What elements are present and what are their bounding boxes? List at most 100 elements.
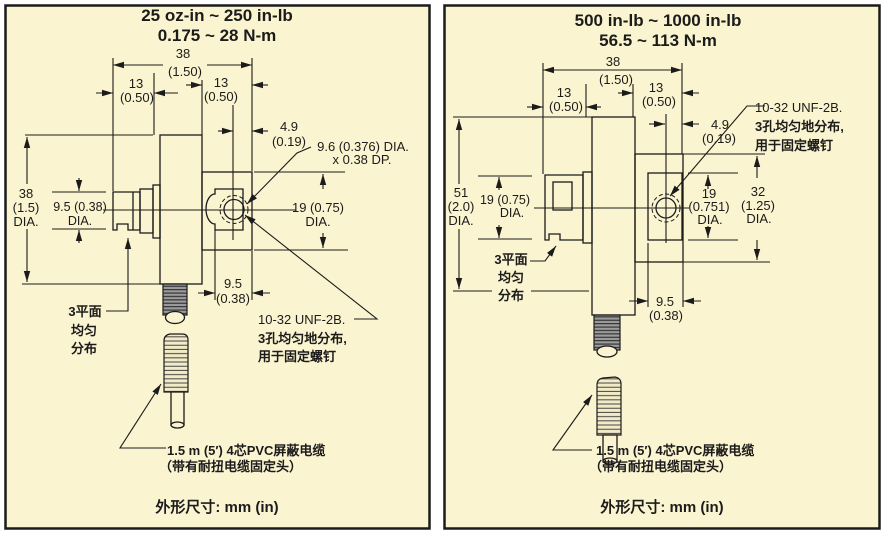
dim-label: DIA. <box>448 213 473 228</box>
dim-label: 32 <box>751 184 765 199</box>
dim-label: (0.19) <box>272 134 306 149</box>
left-title-line1: 25 oz-in ~ 250 in-lb <box>141 6 293 25</box>
left-panel: 25 oz-in ~ 250 in-lb 0.175 ~ 28 N-m 38 (… <box>4 4 431 530</box>
left-hole-note: 9.6 (0.376) DIA. x 0.38 DP. <box>246 139 409 205</box>
dim-label: 19 <box>702 186 716 201</box>
cable-strain-relief <box>596 376 622 436</box>
screw-note-line2: 3孔均匀地分布, <box>755 119 844 134</box>
left-title-line2: 0.175 ~ 28 N-m <box>158 26 277 45</box>
dim-label: DIA. <box>305 214 330 229</box>
right-title-line2: 56.5 ~ 113 N-m <box>599 31 717 50</box>
dim-label: (1.50) <box>168 64 202 79</box>
left-dim-overall-width: 38 (1.50) <box>112 46 253 191</box>
screw-note-line3: 用于固定螺钉 <box>754 138 833 153</box>
left-dim-offset: 4.9 (0.19) <box>218 119 306 149</box>
right-screw-note: 10-32 UNF-2B. 3孔均匀地分布, 用于固定螺钉 <box>669 100 844 197</box>
flats-line2: 均匀 <box>71 323 97 338</box>
left-dim-right13: 13 (0.50) <box>186 75 268 135</box>
cable-end <box>170 391 185 426</box>
dim-label: DIA. <box>697 212 722 227</box>
gland-tip <box>164 310 186 325</box>
hole-note-line1: 9.6 (0.376) DIA. <box>317 139 409 154</box>
cable-note-line1: 1.5 m (5′) 4芯PVC屏蔽电缆 <box>167 443 325 458</box>
dim-label: 19 (0.75) <box>480 193 530 207</box>
left-dim-shaft-dia: 9.5 (0.38) DIA. <box>52 178 107 243</box>
dim-label: 9.5 <box>224 276 242 291</box>
shaft-keyway <box>552 181 573 211</box>
dim-label: (0.38) <box>649 308 683 323</box>
right-title-line1: 500 in-lb ~ 1000 in-lb <box>575 11 742 30</box>
hole-note-line2: x 0.38 DP. <box>332 152 391 167</box>
dim-label: (0.50) <box>120 90 154 105</box>
dim-label: 13 <box>214 75 228 90</box>
dim-label: DIA. <box>13 214 38 229</box>
right-dim-body-dia: 51 (2.0) DIA. <box>448 116 592 292</box>
right-dim-offset: 4.9 (0.19) <box>649 117 736 146</box>
screw-note-line1: 10-32 UNF-2B. <box>258 312 345 327</box>
left-dim-body-dia: 38 (1.5) DIA. <box>13 134 160 285</box>
right-dim-hole-dia: 19 (0.751) DIA. <box>688 172 738 241</box>
cable-end-tip <box>170 421 185 429</box>
dim-label: 51 <box>454 185 468 200</box>
cable-note-line1: 1.5 m (5′) 4芯PVC屏蔽电缆 <box>596 443 754 458</box>
flats-line3: 分布 <box>71 341 97 356</box>
right-dim-left13: 13 (0.50) <box>527 84 601 117</box>
dim-label: 38 <box>176 46 190 61</box>
cable-note-line2: （带有耐扭电缆固定头） <box>159 459 302 474</box>
right-cable <box>596 376 622 465</box>
left-cable <box>163 333 189 429</box>
flats-line2: 均匀 <box>498 270 524 285</box>
dim-label: (0.751) <box>688 199 729 214</box>
right-cable-note: 1.5 m (5′) 4芯PVC屏蔽电缆 （带有耐扭电缆固定头） <box>551 394 754 474</box>
dim-label: 38 <box>19 186 33 201</box>
shaft-spacer <box>152 184 161 239</box>
flats-line3: 分布 <box>498 288 524 303</box>
cable-gland-threads <box>162 283 188 316</box>
dim-label: DIA. <box>68 214 92 228</box>
cable-strain-relief <box>163 333 189 393</box>
left-units-footer: 外形尺寸: mm (in) <box>154 498 278 516</box>
dim-label: 19 (0.75) <box>292 200 344 215</box>
dim-label: DIA. <box>500 206 524 220</box>
cable-gland-threads <box>593 314 621 351</box>
dim-label: (0.50) <box>549 99 583 114</box>
screw-note-line1: 10-32 UNF-2B. <box>755 100 842 115</box>
right-dim-block-dia: 32 (1.25) DIA. <box>683 153 775 263</box>
dim-label: (0.50) <box>642 94 676 109</box>
gland-tip <box>596 345 618 358</box>
slot-outline <box>647 172 683 241</box>
dim-label: 4.9 <box>711 117 729 132</box>
left-sensor-body <box>103 105 296 325</box>
right-dim-shaft-dia: 19 (0.75) DIA. <box>478 175 532 240</box>
left-dim-left13: 13 (0.50) <box>96 73 178 135</box>
right-sensor-body <box>534 114 689 358</box>
dim-label: 38 <box>606 54 620 69</box>
cable-end-tip <box>602 457 618 465</box>
dim-label: (0.50) <box>204 89 238 104</box>
dim-label: (0.38) <box>216 291 250 306</box>
dim-label: (1.50) <box>599 72 633 87</box>
left-screw-note: 10-32 UNF-2B. 3孔均匀地分布, 用于固定螺钉 <box>244 214 379 364</box>
left-flats-note: 3平面 均匀 分布 <box>68 238 132 356</box>
screw-note-line3: 用于固定螺钉 <box>257 349 336 364</box>
flats-line1: 3平面 <box>68 304 101 319</box>
dim-label: 13 <box>649 80 663 95</box>
right-units-footer: 外形尺寸: mm (in) <box>599 498 723 516</box>
dim-label: 13 <box>129 76 143 91</box>
left-panel-border <box>4 4 431 530</box>
right-flats-note: 3平面 均匀 分布 <box>494 245 557 303</box>
dim-label: (2.0) <box>448 199 475 214</box>
left-dim-block-dia: 19 (0.75) DIA. <box>254 171 348 251</box>
dim-label: (1.25) <box>741 198 775 213</box>
dim-label: 13 <box>557 85 571 100</box>
dim-label: 9.5 (0.38) <box>53 200 107 214</box>
screw-note-line2: 3孔均匀地分布, <box>258 331 347 346</box>
cable-note-line2: （带有耐扭电缆固定头） <box>589 459 732 474</box>
mount-block <box>201 171 253 251</box>
flats-line1: 3平面 <box>494 252 527 267</box>
dim-label: (1.5) <box>13 200 40 215</box>
right-dim-bottom95: 9.5 (0.38) <box>629 243 701 323</box>
dim-label: 9.5 <box>656 294 674 309</box>
